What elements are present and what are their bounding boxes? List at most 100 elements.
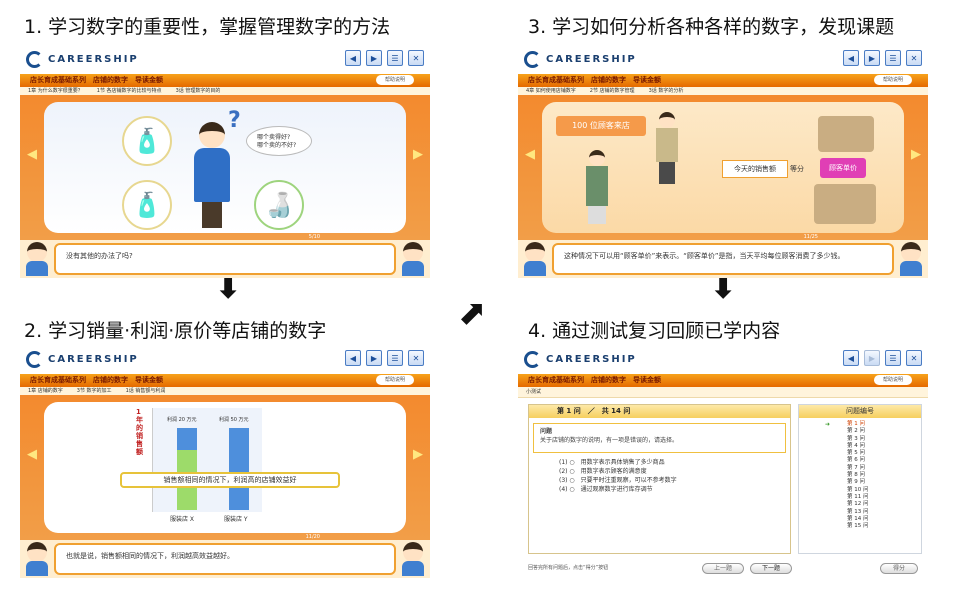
next-page-button[interactable]: ▶ <box>864 50 880 66</box>
section-label: 3节 数字的加工 <box>76 388 112 394</box>
episode-label: 1话 销售额与利润 <box>125 388 166 394</box>
question-list-item[interactable]: 第 1 问 <box>847 421 865 427</box>
question-list-item[interactable]: 第 15 问 <box>847 523 869 530</box>
question-list-item[interactable]: 第 11 问 <box>847 493 869 500</box>
chapter-label: 1章 为什么数字很重要？ <box>28 88 83 94</box>
customers-label: 100 位顾客来店 <box>556 116 646 136</box>
sales-label: 今天的销售额 <box>722 160 788 178</box>
close-button[interactable]: ✕ <box>408 50 424 66</box>
prev-page-button[interactable]: ◀ <box>345 50 361 66</box>
stage-next-arrow[interactable]: ▶ <box>911 147 921 162</box>
question-list-item[interactable]: 第 2 问 <box>847 428 865 435</box>
question-list-item[interactable]: 第 10 问 <box>847 486 869 493</box>
content-stage: 1年的销售额 利润 20 万元 利润 50 万元 服装店 X 服装店 Y 销售额… <box>44 402 406 533</box>
answer-option[interactable]: (4) ○ 通过观察数字进行库存调节 <box>559 486 653 493</box>
course-bar: 店长育成基础系列 店铺的数字 导读金额 帮助说明 <box>518 74 928 87</box>
answer-option[interactable]: (1) ○ 用数字表示具体销售了多少商品 <box>559 459 665 466</box>
answer-option[interactable]: (2) ○ 用数字表示顾客的满意度 <box>559 468 647 475</box>
product-drink-icon: 🍶 <box>254 180 304 230</box>
left-avatar <box>23 542 51 576</box>
stage-next-arrow[interactable]: ▶ <box>413 447 423 462</box>
left-avatar <box>23 242 51 276</box>
dialogue-text: 没有其他的办法了吗? <box>54 243 396 275</box>
dialogue-text: 也就是说，销售额相同的情况下，利润越高效益越好。 <box>54 543 396 575</box>
question-list-title: 问题编号 <box>799 405 921 418</box>
question-box: 问题 关于店铺的数字的说明，有一项是错误的，请选择。 <box>533 423 786 453</box>
step-4-title: 4. 通过测试复习回顾已学内容 <box>528 320 781 342</box>
content-stage: 100 位顾客来店 今天的销售额 等分 顾客单价 <box>542 102 904 233</box>
step-3-title: 3. 学习如何分析各种各样的数字，发现课题 <box>528 16 895 38</box>
dialogue-text: 这种情况下可以用“顾客单价”来表示。“顾客单价”是指，当天平均每位顾客消费了多少… <box>552 243 894 275</box>
help-button[interactable]: 帮助说明 <box>874 375 912 385</box>
close-button[interactable]: ✕ <box>408 350 424 366</box>
question-list-item[interactable]: 第 14 问 <box>847 515 869 522</box>
chart-area: 利润 20 万元 利润 50 万元 <box>152 408 262 512</box>
prev-page-button[interactable]: ◀ <box>345 350 361 366</box>
brand-text: CAREERSHIP <box>546 54 637 65</box>
quiz-label: 小测试 <box>518 387 928 397</box>
help-button[interactable]: 帮助说明 <box>874 75 912 85</box>
logo-icon <box>524 51 541 68</box>
section-label: 2节 店铺的数字管理 <box>589 88 635 94</box>
careership-logo: CAREERSHIP <box>26 51 139 68</box>
next-page-button[interactable]: ▶ <box>366 350 382 366</box>
screenshot-panel-2: CAREERSHIP ◀ ▶ ☰ ✕ 店长育成基础系列 店铺的数字 导读金额帮助… <box>20 344 430 578</box>
stage-prev-arrow[interactable]: ◀ <box>27 147 37 162</box>
question-list-item[interactable]: 第 7 问 <box>847 464 865 471</box>
careership-logo: CAREERSHIP <box>524 51 637 68</box>
course-bar: 店长育成基础系列 店铺的数字 导读金额 帮助说明 <box>20 374 430 387</box>
store-x-label: 服装店 X <box>170 516 195 523</box>
question-list-item[interactable]: 第 4 问 <box>847 442 865 449</box>
menu-button[interactable]: ☰ <box>885 50 901 66</box>
page-counter: 11/25 <box>803 234 818 240</box>
answer-option[interactable]: (3) ○ 只要平时注重观察，可以不参考数字 <box>559 477 677 484</box>
course-title: 店长育成基础系列 店铺的数字 导读金额 <box>528 76 661 84</box>
quiz-note: 回答完所有问题后，点击“得分”按钮 <box>528 565 609 571</box>
question-list-item[interactable]: 第 8 问 <box>847 472 865 479</box>
stage-prev-arrow[interactable]: ◀ <box>27 447 37 462</box>
bar-y-label: 利润 50 万元 <box>219 417 249 423</box>
close-button[interactable]: ✕ <box>906 350 922 366</box>
help-button[interactable]: 帮助说明 <box>376 75 414 85</box>
stage-prev-arrow[interactable]: ◀ <box>525 147 535 162</box>
episode-label: 3话 数字的分析 <box>648 88 684 94</box>
current-arrow-icon: ➜ <box>825 421 831 428</box>
menu-button[interactable]: ☰ <box>387 350 403 366</box>
question-list-item[interactable]: 第 6 问 <box>847 457 865 464</box>
next-page-button[interactable]: ▶ <box>366 50 382 66</box>
brand-text: CAREERSHIP <box>546 354 637 365</box>
menu-button[interactable]: ☰ <box>885 350 901 366</box>
chapter-bar: 1章 店铺的数字 3节 数字的加工 1话 销售额与利润 <box>20 387 430 395</box>
next-page-button: ▶ <box>864 350 880 366</box>
next-question-button[interactable]: 下一题 <box>750 563 792 574</box>
overlay-message: 销售额相同的情况下，利润高的店铺效益好 <box>120 472 340 488</box>
help-button[interactable]: 帮助说明 <box>376 375 414 385</box>
prev-question-button[interactable]: 上一题 <box>702 563 744 574</box>
question-mark: ? <box>228 108 241 133</box>
logo-icon <box>524 351 541 368</box>
question-list-item[interactable]: 第 5 问 <box>847 450 865 457</box>
careership-logo: CAREERSHIP <box>524 351 637 368</box>
bar-store-x <box>177 428 197 510</box>
logo-icon <box>26 351 43 368</box>
question-list-item[interactable]: 第 9 问 <box>847 479 865 486</box>
course-title: 店长育成基础系列 店铺的数字 导读金额 <box>30 376 163 384</box>
question-list-item[interactable]: 第 13 问 <box>847 508 869 515</box>
prev-page-button[interactable]: ◀ <box>843 350 859 366</box>
brand-text: CAREERSHIP <box>48 54 139 65</box>
prev-page-button[interactable]: ◀ <box>843 50 859 66</box>
question-list-item[interactable]: 第 12 问 <box>847 501 869 508</box>
page-counter: 11/20 <box>305 534 320 540</box>
right-avatar <box>399 242 427 276</box>
stage-next-arrow[interactable]: ▶ <box>413 147 423 162</box>
score-button[interactable]: 得分 <box>880 563 918 574</box>
course-title: 店长育成基础系列 店铺的数字 导读金额 <box>30 76 163 84</box>
question-list-item[interactable]: 第 3 问 <box>847 435 865 442</box>
chapter-label: 1章 店铺的数字 <box>28 388 63 394</box>
left-avatar <box>521 242 549 276</box>
bar-store-y <box>229 428 249 510</box>
menu-button[interactable]: ☰ <box>387 50 403 66</box>
close-button[interactable]: ✕ <box>906 50 922 66</box>
